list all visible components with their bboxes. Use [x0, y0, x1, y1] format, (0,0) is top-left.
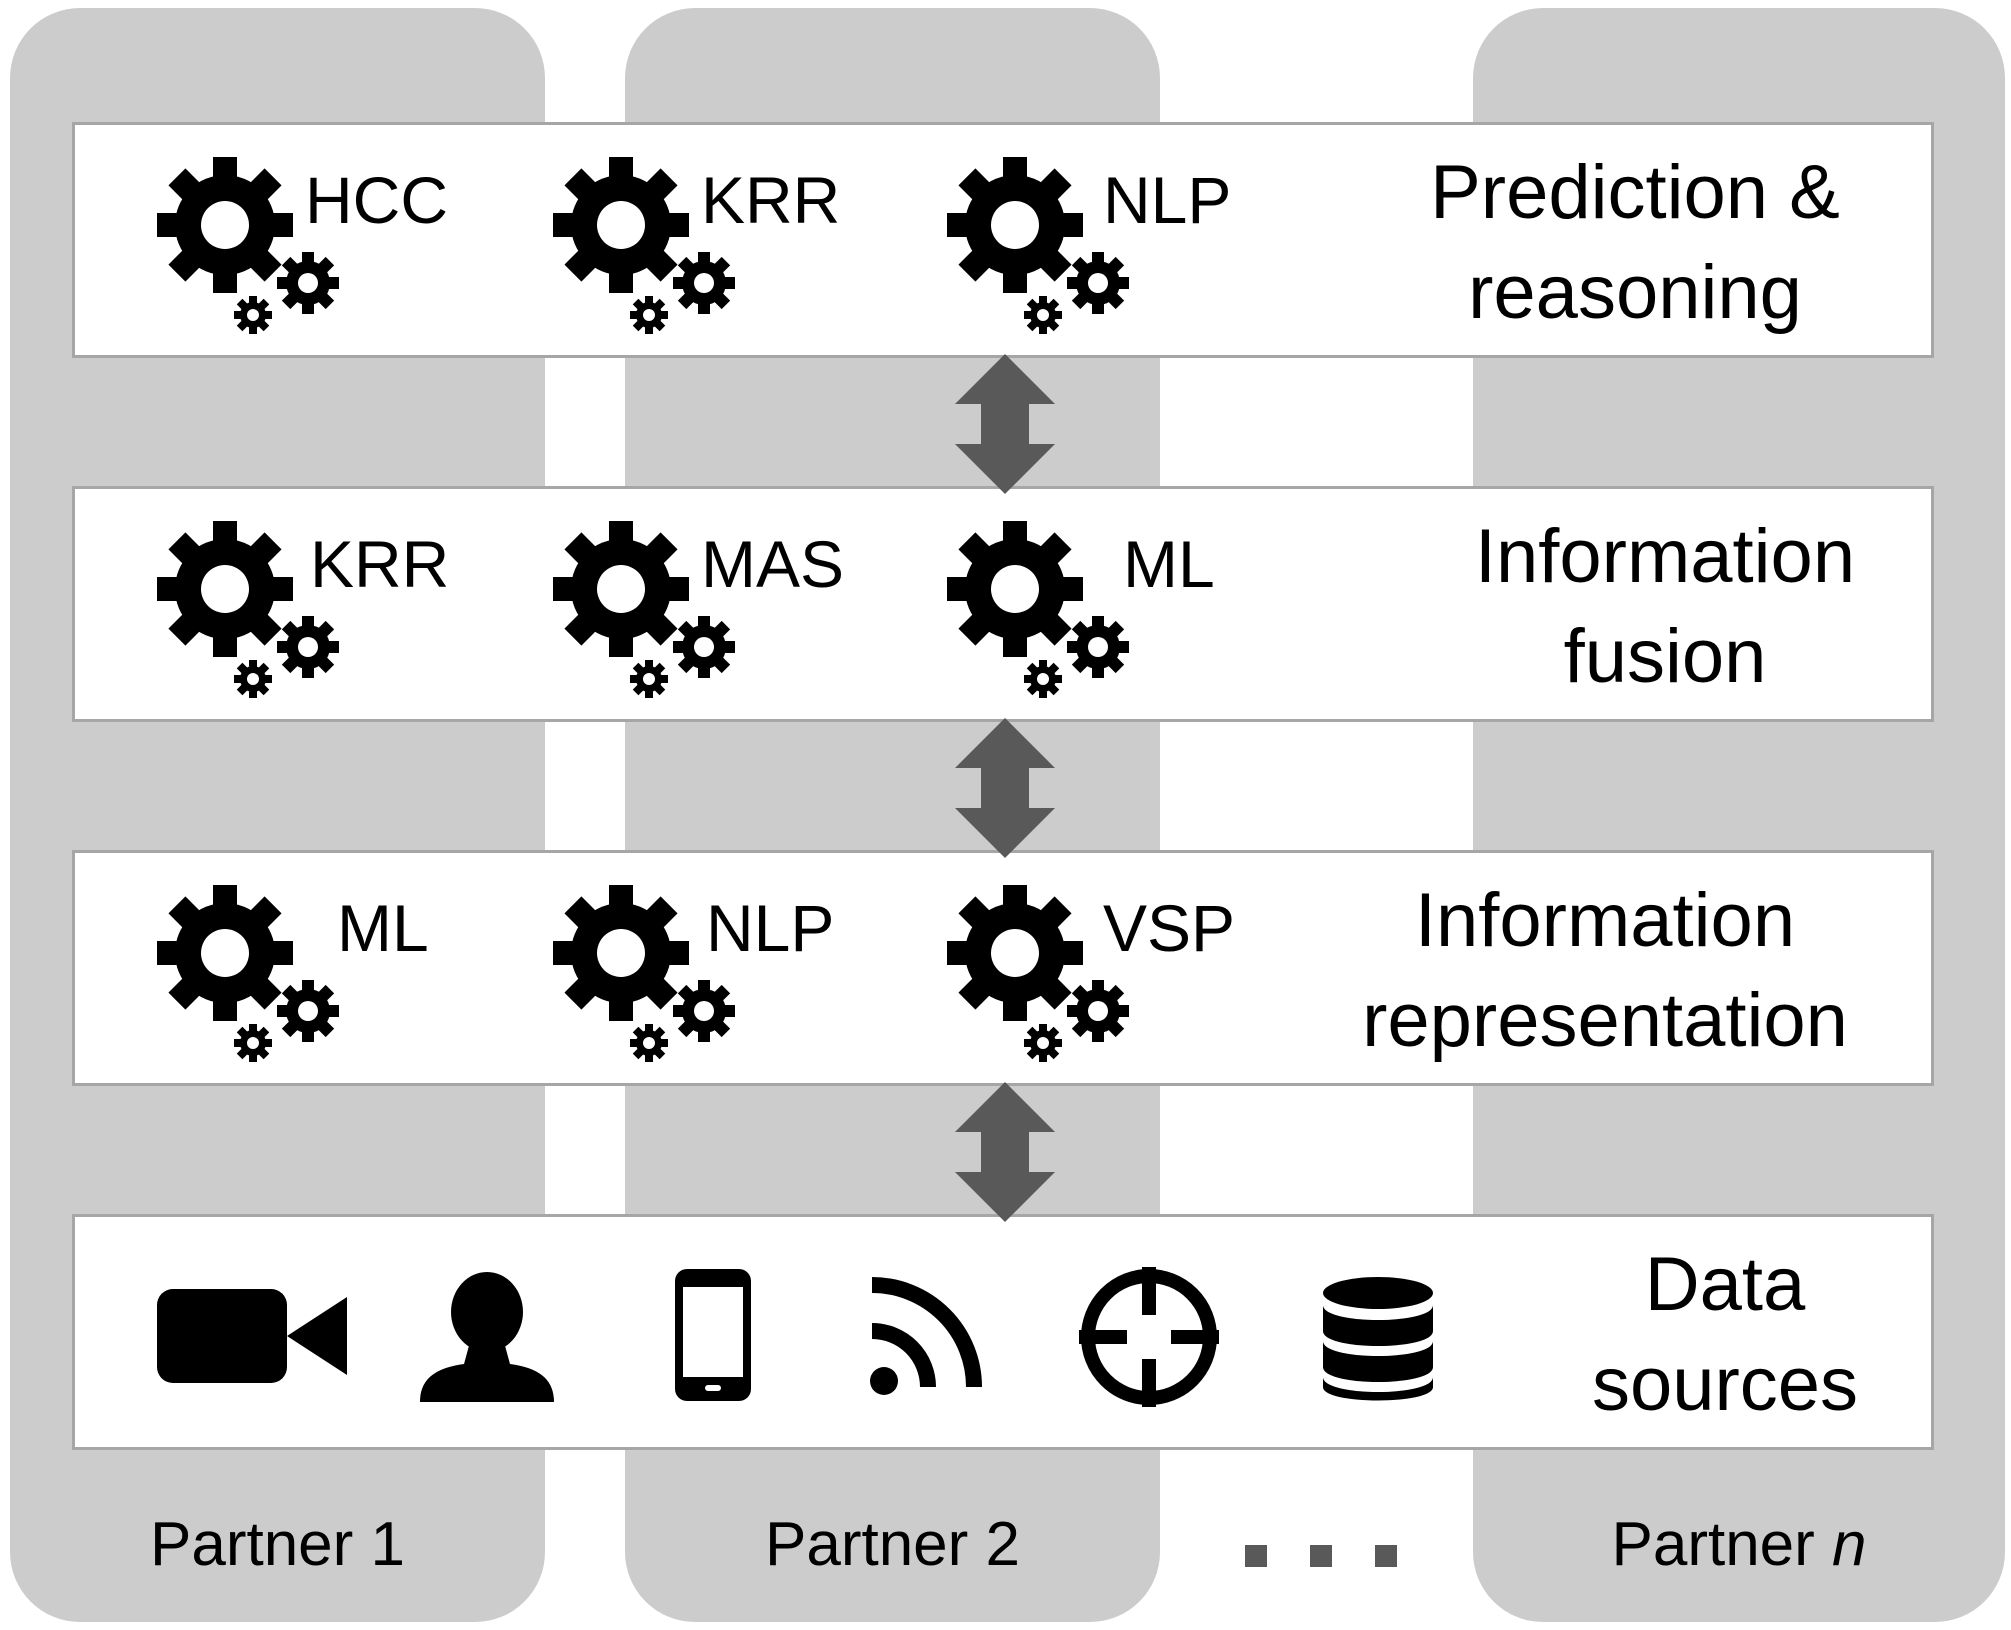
- double-arrow-icon: [955, 718, 1055, 858]
- prediction-reasoning-layer: HCC KRR NLP Prediction & reasoning: [72, 122, 1934, 358]
- smartphone-icon: [675, 1269, 751, 1401]
- double-arrow-icon: [955, 354, 1055, 494]
- ml-component: ML: [155, 883, 429, 1063]
- vsp-component: VSP: [945, 883, 1235, 1063]
- rss-feed-icon: [870, 1277, 982, 1395]
- information-representation-layer: ML NLP VSP Information representation: [72, 850, 1934, 1086]
- ellipsis-dot: [1310, 1545, 1332, 1567]
- component-label: HCC: [305, 163, 448, 237]
- component-label: ML: [1123, 527, 1215, 601]
- mas-component: MAS: [551, 519, 844, 699]
- component-label: MAS: [701, 527, 845, 601]
- component-label: NLP: [706, 891, 835, 965]
- gears-icon: [155, 883, 355, 1073]
- partner-n-label: Partner n: [1611, 1510, 1867, 1579]
- information-fusion-layer: KRR MAS ML Information fusion: [72, 486, 1934, 722]
- ml-component: ML: [945, 519, 1215, 699]
- component-label: VSP: [1103, 891, 1236, 965]
- hcc-component: HCC: [155, 155, 448, 335]
- video-camera-icon: [157, 1289, 347, 1383]
- partner-1-label: Partner 1: [149, 1510, 406, 1579]
- person-icon: [420, 1272, 554, 1402]
- nlp-component: NLP: [945, 155, 1231, 335]
- layer-title: Data sources: [1591, 1242, 1859, 1427]
- component-label: KRR: [310, 527, 450, 601]
- component-label: KRR: [701, 163, 841, 237]
- ellipsis-dot: [1245, 1545, 1267, 1567]
- partner-2-label: Partner 2: [764, 1510, 1021, 1579]
- double-arrow-icon: [955, 1082, 1055, 1222]
- gears-icon: [945, 519, 1145, 709]
- ellipsis-dot: [1375, 1545, 1397, 1567]
- nlp-component: NLP: [551, 883, 834, 1063]
- layer-title: Prediction & reasoning: [1430, 150, 1840, 335]
- krr-component: KRR: [155, 519, 449, 699]
- data-sources-layer: Data sources: [72, 1214, 1934, 1450]
- component-label: ML: [337, 891, 429, 965]
- layer-title: Information fusion: [1474, 514, 1856, 699]
- component-label: NLP: [1103, 163, 1232, 237]
- layer-title: Information representation: [1362, 878, 1848, 1063]
- database-icon: [1323, 1277, 1433, 1401]
- krr-component: KRR: [551, 155, 840, 335]
- crosshair-icon: [1079, 1267, 1219, 1407]
